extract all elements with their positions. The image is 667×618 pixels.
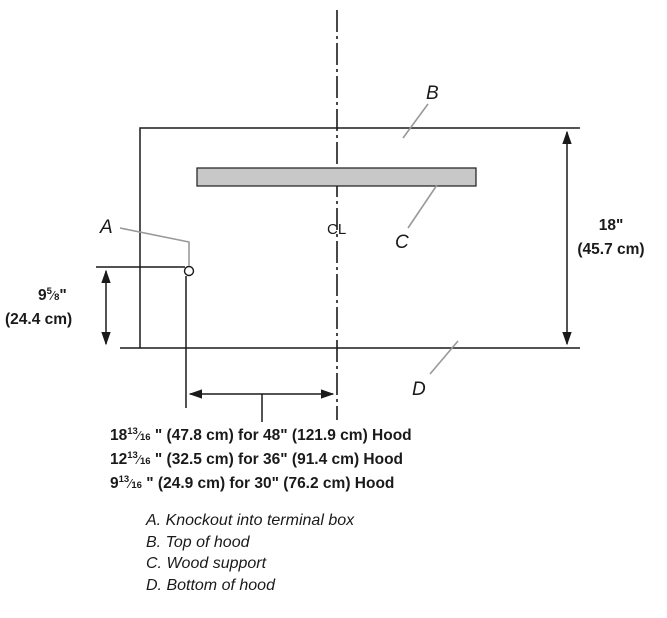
hood-outline <box>139 127 552 348</box>
leader-b <box>402 103 429 139</box>
legend-item-d: D. Bottom of hood <box>146 576 275 594</box>
offset-line-36: 1213⁄16 " (32.5 cm) for 36" (91.4 cm) Ho… <box>110 450 403 468</box>
callout-d: D <box>412 379 426 400</box>
callout-b: B <box>426 83 439 104</box>
leader-c <box>407 184 438 229</box>
knockout-circle <box>183 265 195 277</box>
leader-a <box>119 227 190 266</box>
wood-support <box>196 167 477 187</box>
knockout-height-metric: (24.4 cm) <box>5 311 72 328</box>
offset-line-30: 913⁄16 " (24.9 cm) for 30" (76.2 cm) Hoo… <box>110 474 394 492</box>
height-value: 18" <box>599 217 624 234</box>
legend-item-b: B. Top of hood <box>146 533 250 551</box>
centerline-label: CL <box>327 221 346 238</box>
legend-item-a: A. Knockout into terminal box <box>146 512 355 529</box>
offset-line-48: 1813⁄16 " (47.8 cm) for 48" (121.9 cm) H… <box>110 426 412 444</box>
height-metric: (45.7 cm) <box>577 241 644 258</box>
legend: A. Knockout into terminal box B. Top of … <box>146 510 354 596</box>
legend-item-c: C. Wood support <box>146 555 267 572</box>
callout-c: C <box>395 232 409 253</box>
leader-d <box>429 340 459 375</box>
callout-a: A <box>99 217 113 238</box>
knockout-height-value: 95⁄8" <box>38 286 67 304</box>
